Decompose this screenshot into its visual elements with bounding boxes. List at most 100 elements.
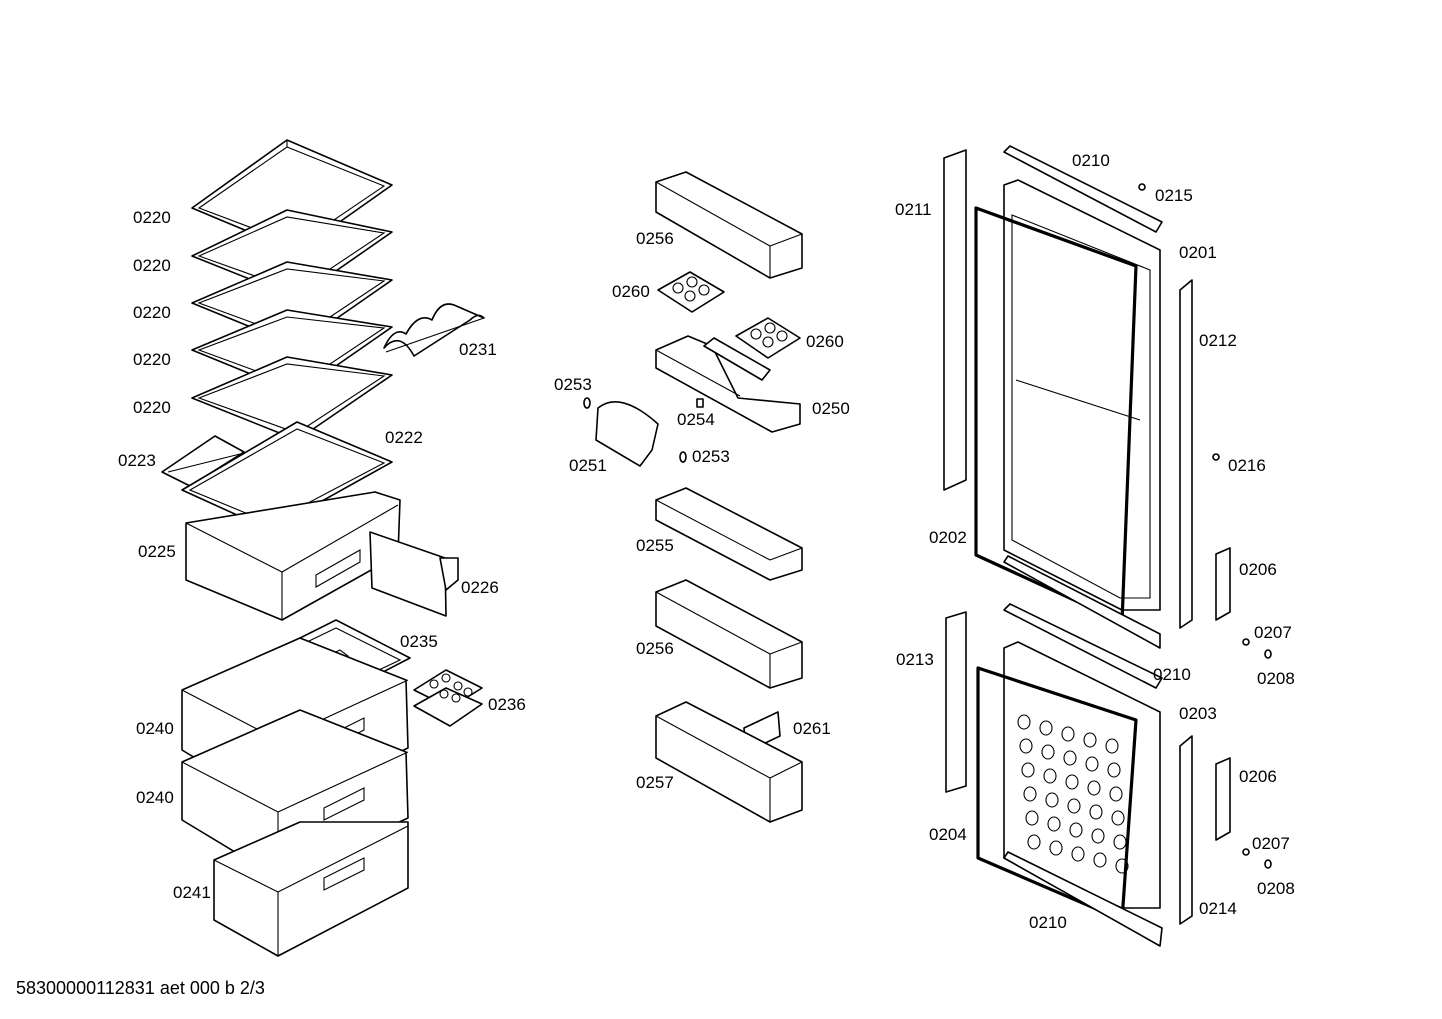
butter-compartment xyxy=(655,335,801,433)
callout-0226: 0226 xyxy=(461,578,499,597)
compartment-flap xyxy=(595,400,659,467)
liner-dot xyxy=(1043,768,1057,784)
callout-0250: 0250 xyxy=(812,399,850,418)
callout-0255: 0255 xyxy=(636,536,674,555)
door-trim-strip xyxy=(945,611,1193,925)
liner-dot xyxy=(1021,762,1035,778)
glass-shelf-group xyxy=(191,139,393,441)
glass-shelf xyxy=(191,356,393,441)
liner-dot xyxy=(1105,738,1119,754)
callout-0220: 0220 xyxy=(133,350,171,369)
vegetable-drawer xyxy=(185,491,401,621)
callout-0240: 0240 xyxy=(136,719,174,738)
liner-dot xyxy=(1025,810,1039,826)
freezer-door-pattern xyxy=(1017,714,1129,874)
liner-dot xyxy=(1111,810,1125,826)
callout-0212: 0212 xyxy=(1199,331,1237,350)
callout-0204: 0204 xyxy=(929,825,967,844)
hinge-cover xyxy=(1003,603,1163,947)
callout-0214: 0214 xyxy=(1199,899,1237,918)
callout-0216: 0216 xyxy=(1228,456,1266,475)
callout-0210: 0210 xyxy=(1072,151,1110,170)
liner-dot xyxy=(1045,792,1059,808)
liner-dot xyxy=(1027,834,1041,850)
liner-dot xyxy=(1017,714,1031,730)
callout-0253: 0253 xyxy=(692,447,730,466)
callout-0260: 0260 xyxy=(806,332,844,351)
callout-0207: 0207 xyxy=(1252,834,1290,853)
callout-0240: 0240 xyxy=(136,788,174,807)
liner-dot xyxy=(1093,852,1107,868)
callout-0223: 0223 xyxy=(118,451,156,470)
callout-0220: 0220 xyxy=(133,208,171,227)
liner-dot xyxy=(1071,846,1085,862)
liner-dot xyxy=(1083,732,1097,748)
liner-dot xyxy=(1115,858,1129,874)
liner-dot xyxy=(1107,762,1121,778)
callout-0257: 0257 xyxy=(636,773,674,792)
document-id: 58300000112831 aet 000 b 2/3 xyxy=(16,978,265,998)
freezer-drawer-bottom xyxy=(213,821,409,957)
callout-0207: 0207 xyxy=(1254,623,1292,642)
callout-0260: 0260 xyxy=(612,282,650,301)
callout-0206: 0206 xyxy=(1239,560,1277,579)
callout-0225: 0225 xyxy=(138,542,176,561)
liner-dot xyxy=(1085,756,1099,772)
hinge-cover xyxy=(1003,145,1163,649)
liner-dot xyxy=(1023,786,1037,802)
callout-0254: 0254 xyxy=(677,410,715,429)
liner-dot xyxy=(1041,744,1055,760)
callout-0220: 0220 xyxy=(133,398,171,417)
callout-0220: 0220 xyxy=(133,303,171,322)
callout-0251: 0251 xyxy=(569,456,607,475)
liner-dot xyxy=(1019,738,1033,754)
egg-tray xyxy=(735,317,801,359)
callout-0208: 0208 xyxy=(1257,669,1295,688)
callout-0220: 0220 xyxy=(133,256,171,275)
liner-dot xyxy=(1039,720,1053,736)
callout-0222: 0222 xyxy=(385,428,423,447)
liner-dot xyxy=(1113,834,1127,850)
callout-0213: 0213 xyxy=(896,650,934,669)
bottle-shelf xyxy=(655,701,803,823)
callout-0236: 0236 xyxy=(488,695,526,714)
callout-0208: 0208 xyxy=(1257,879,1295,898)
door-handle xyxy=(1215,547,1231,841)
liner-dot xyxy=(1065,774,1079,790)
callout-0256: 0256 xyxy=(636,229,674,248)
callout-0211: 0211 xyxy=(895,200,932,219)
door-trim-strip xyxy=(943,149,1193,629)
callout-0261: 0261 xyxy=(793,719,831,738)
callout-0210: 0210 xyxy=(1153,665,1191,684)
callout-0235: 0235 xyxy=(400,632,438,651)
callout-0203: 0203 xyxy=(1179,704,1217,723)
door-shelf xyxy=(655,487,803,581)
callout-0202: 0202 xyxy=(929,528,967,547)
fridge-door xyxy=(1003,179,1161,611)
liner-dot xyxy=(1091,828,1105,844)
callout-0241: 0241 xyxy=(173,883,211,902)
flap-screw xyxy=(583,397,704,463)
liner-dot xyxy=(1089,804,1103,820)
shelf-divider xyxy=(161,435,245,487)
liner-dot xyxy=(1069,822,1083,838)
callout-0231: 0231 xyxy=(459,340,497,359)
callout-0253: 0253 xyxy=(554,375,592,394)
door-shelf xyxy=(655,171,803,279)
liner-dot xyxy=(1047,816,1061,832)
ice-cube-tray xyxy=(413,669,483,727)
callout-0201: 0201 xyxy=(1179,243,1217,262)
liner-dot xyxy=(1109,786,1123,802)
callout-0215: 0215 xyxy=(1155,186,1193,205)
bottle-holder xyxy=(383,303,485,357)
callout-0206: 0206 xyxy=(1239,767,1277,786)
liner-dot xyxy=(1087,780,1101,796)
liner-dot xyxy=(1061,726,1075,742)
screw xyxy=(1138,183,1272,869)
liner-dot xyxy=(1063,750,1077,766)
callout-labels: 0220 0220 0220 0220 0220 0231 0223 0222 … xyxy=(118,151,1295,932)
liner-dot xyxy=(1049,840,1063,856)
callout-0210: 0210 xyxy=(1029,913,1067,932)
callout-0256: 0256 xyxy=(636,639,674,658)
